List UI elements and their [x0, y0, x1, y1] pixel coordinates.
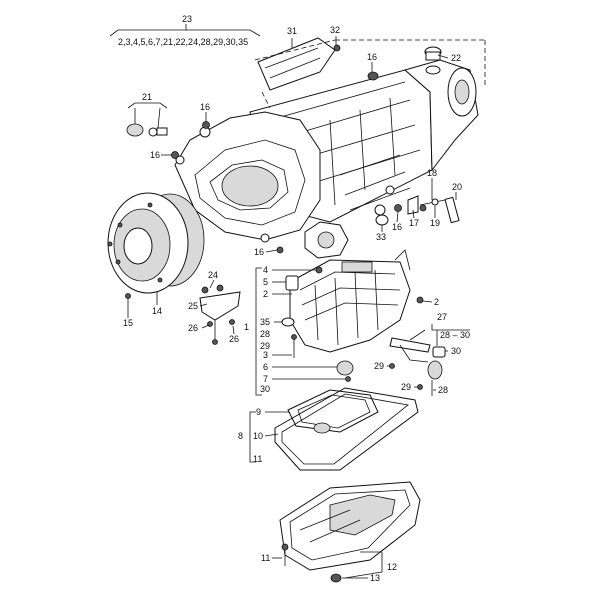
callout-2-left: 2	[263, 289, 268, 299]
plug-left-lower	[171, 151, 179, 159]
screw-part	[333, 44, 341, 52]
callout-16-top: 16	[367, 52, 377, 62]
callout-27: 27	[437, 312, 447, 322]
callout-23: 23	[182, 14, 192, 24]
small-seal-part	[315, 266, 323, 274]
callout-32: 32	[330, 25, 340, 35]
callout-30-right: 30	[451, 346, 461, 356]
drain-plug-part	[330, 573, 342, 583]
plug-left-upper	[202, 121, 210, 129]
callout-30-left: 30	[260, 384, 270, 394]
callout-12: 12	[387, 562, 397, 572]
callout-13: 13	[370, 573, 380, 583]
callout-18: 18	[427, 168, 437, 178]
sensor-part	[126, 123, 168, 137]
oil-filter-part	[287, 389, 379, 434]
callout-19: 19	[430, 218, 440, 228]
callout-22: 22	[451, 53, 461, 63]
callout-16-bottom: 16	[254, 247, 264, 257]
transmission-housing	[174, 59, 479, 259]
dashed-group-outline	[254, 39, 486, 109]
callout-24: 24	[208, 270, 218, 280]
callout-20: 20	[452, 182, 462, 192]
callout-4: 4	[263, 265, 268, 275]
callout-16-left-upper: 16	[200, 102, 210, 112]
drain-bolt-part	[281, 543, 289, 566]
callout-10: 10	[253, 431, 263, 441]
callout-9: 9	[256, 407, 261, 417]
pan-gasket-part	[274, 387, 419, 471]
plug-bottom	[276, 246, 284, 254]
selector-shaft-part	[407, 184, 460, 224]
callout-23-list: 2,3,4,5,6,7,21,22,24,28,29,30,35	[118, 37, 248, 47]
o-ring-part	[281, 317, 295, 327]
screw-7-part	[345, 376, 351, 382]
callout-11-bottom: 11	[261, 553, 270, 563]
callout-1: 1	[244, 322, 249, 332]
seal-part	[375, 214, 389, 226]
callout-21: 21	[142, 92, 152, 102]
callout-28-left: 28	[260, 329, 270, 339]
callout-31: 31	[287, 26, 297, 36]
pan-gasket-inner	[281, 393, 409, 465]
screw-right	[416, 296, 424, 304]
callout-14: 14	[152, 306, 162, 316]
callout-35: 35	[260, 317, 270, 327]
callout-15: 15	[123, 318, 133, 328]
callout-labels: 23 2,3,4,5,6,7,21,22,24,28,29,30,35 31 3…	[118, 14, 470, 583]
callout-29-low: 29	[401, 382, 411, 392]
callout-8: 8	[238, 431, 243, 441]
cover-part	[257, 37, 336, 91]
callout-2-right: 2	[434, 297, 439, 307]
callout-26-right: 26	[229, 334, 239, 344]
callout-26-left: 26	[188, 323, 198, 333]
callout-5: 5	[263, 277, 268, 287]
filler-cap-part	[424, 46, 442, 75]
plug-right	[394, 204, 402, 212]
callout-17: 17	[409, 218, 419, 228]
filter-element-part	[285, 275, 299, 291]
callout-29-left: 29	[260, 341, 270, 351]
callout-33: 33	[376, 232, 386, 242]
leader-lines	[109, 24, 470, 579]
bolt-part	[125, 293, 131, 308]
callout-28-30: 28 – 30	[440, 330, 470, 340]
callout-11-top: 11	[253, 454, 262, 464]
torque-converter-part	[107, 192, 205, 294]
callout-28-right: 28	[438, 385, 448, 395]
bolt-long-part	[291, 334, 297, 358]
filter-part	[336, 360, 354, 376]
callout-7: 7	[263, 374, 268, 384]
callout-25: 25	[188, 301, 198, 311]
plug-part	[367, 71, 379, 81]
harness-part	[389, 337, 446, 396]
callout-29-mid: 29	[374, 361, 384, 371]
valve-body-part	[289, 249, 411, 353]
oil-pan-part	[279, 481, 421, 571]
callout-6: 6	[263, 362, 268, 372]
callout-16-left-lower: 16	[150, 150, 160, 160]
bracket-part	[199, 284, 241, 345]
callout-3: 3	[263, 350, 268, 360]
callout-16-right: 16	[392, 222, 402, 232]
